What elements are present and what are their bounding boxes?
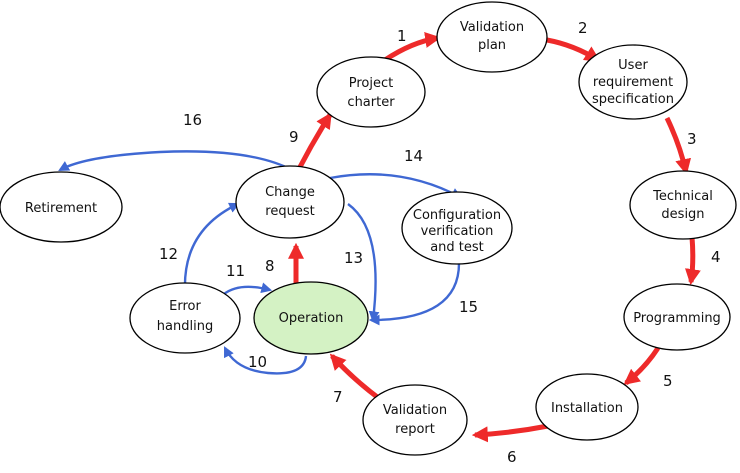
edge-2: [546, 37, 601, 63]
node-label-line: Installation: [551, 401, 623, 416]
node-label-line: Retirement: [25, 201, 97, 216]
edge-label-15: 15: [459, 298, 478, 316]
node-change-request[interactable]: Change request: [235, 165, 345, 239]
edge-label-1: 1: [397, 27, 407, 45]
node-label-line: Error: [169, 299, 201, 314]
edge-label-14: 14: [404, 147, 423, 165]
node-label-line: and test: [430, 240, 484, 255]
edge-label-11: 11: [226, 262, 245, 280]
edge-6: [471, 423, 549, 443]
edge-label-6: 6: [507, 448, 517, 466]
edge-label-4: 4: [711, 248, 721, 266]
edge-11: [223, 282, 273, 295]
node-label-line: Technical: [652, 189, 713, 204]
edge-label-10: 10: [248, 353, 267, 371]
edge-label-12: 12: [159, 245, 178, 263]
node-validation-plan[interactable]: Validation plan: [436, 1, 548, 73]
node-label-line: User: [618, 58, 648, 73]
edge-12: [183, 202, 240, 291]
node-programming[interactable]: Programming: [623, 283, 731, 351]
node-label-line: charter: [347, 95, 395, 110]
node-configuration-verification[interactable]: Configuration verification and test: [401, 191, 513, 265]
edge-label-5: 5: [663, 372, 673, 390]
node-retirement[interactable]: Retirement: [0, 171, 123, 243]
node-label-line: report: [395, 422, 435, 437]
node-label-line: requirement: [593, 75, 673, 90]
edge-15: [368, 261, 461, 326]
node-label-line: Validation: [460, 20, 524, 35]
node-project-charter[interactable]: Project charter: [316, 56, 426, 128]
edge-label-9: 9: [289, 128, 299, 146]
node-installation[interactable]: Installation: [535, 373, 639, 441]
edge-9: [297, 112, 333, 169]
edge-label-13: 13: [344, 249, 363, 267]
node-label-line: Change: [265, 185, 315, 200]
edge-16: [58, 150, 293, 172]
edge-10: [223, 346, 308, 375]
node-label-line: specification: [592, 92, 674, 107]
node-label-line: request: [265, 204, 314, 219]
edge-1: [383, 32, 442, 63]
node-label-line: handling: [157, 319, 213, 334]
edges: [58, 32, 701, 443]
node-label-line: Programming: [633, 311, 721, 326]
node-operation[interactable]: Operation: [253, 281, 369, 355]
edge-4: [684, 236, 701, 286]
edge-3: [664, 116, 692, 176]
node-user-requirement-specification[interactable]: User requirement specification: [578, 44, 688, 120]
edge-label-3: 3: [687, 130, 697, 148]
edge-13: [347, 203, 380, 323]
edge-5: [623, 346, 661, 385]
node-label-line: plan: [478, 38, 506, 53]
node-error-handling[interactable]: Error handling: [129, 282, 241, 354]
node-technical-design[interactable]: Technical design: [629, 170, 737, 240]
node-label-line: Operation: [279, 311, 344, 326]
node-label-line: design: [661, 207, 704, 222]
node-validation-report[interactable]: Validation report: [362, 384, 468, 456]
edge-labels: 1 2 3 4 5 6 7 8 9 10 11 12 13 14 15 16: [159, 19, 721, 466]
edge-14: [329, 173, 462, 199]
node-label-line: Configuration: [413, 208, 501, 223]
node-label-line: Project: [349, 76, 393, 91]
edge-label-7: 7: [333, 388, 343, 406]
node-label-line: verification: [421, 224, 494, 239]
edge-label-16: 16: [183, 111, 202, 129]
edge-label-8: 8: [265, 257, 275, 275]
node-label-line: Validation: [383, 403, 447, 418]
edge-label-2: 2: [578, 19, 588, 37]
